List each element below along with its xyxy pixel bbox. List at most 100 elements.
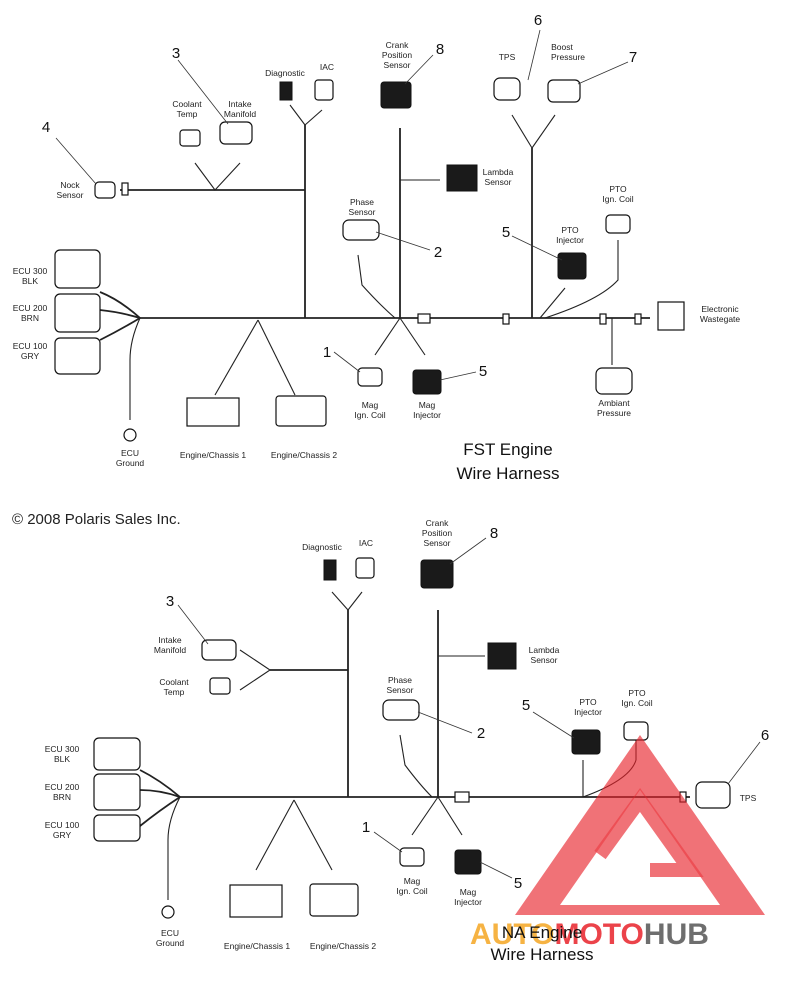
mag-coil-connector xyxy=(399,847,425,867)
svg-text:Injector: Injector xyxy=(556,235,584,245)
label-boost: Boost xyxy=(551,42,573,52)
svg-text:Pressure: Pressure xyxy=(551,52,585,62)
coolant-temp-connector xyxy=(209,677,231,695)
watermark-triangle-icon xyxy=(515,735,765,915)
label-ecu-100: ECU 100 xyxy=(45,820,80,830)
ecu-200-connector xyxy=(54,293,101,333)
label-pto-injector: PTO xyxy=(561,225,579,235)
svg-text:Injector: Injector xyxy=(574,707,602,717)
label-ecu-100: ECU 100 xyxy=(13,341,48,351)
callout-number: 5 xyxy=(502,224,510,241)
lambda-sensor-connector xyxy=(446,164,478,192)
callout-number: 6 xyxy=(534,12,542,29)
watermark-hub: HUB xyxy=(644,918,709,951)
callout-number: 6 xyxy=(761,727,769,744)
mag-injector-connector xyxy=(412,369,442,395)
phase-sensor-connector xyxy=(342,219,380,241)
label-ecu-ground: ECU xyxy=(121,448,139,458)
label-ecu-300: ECU 300 xyxy=(45,744,80,754)
fst-title: FST Engine xyxy=(463,440,552,459)
label-pto-coil: PTO xyxy=(628,688,646,698)
svg-text:Wastegate: Wastegate xyxy=(700,314,741,324)
iac-connector xyxy=(355,557,375,579)
copyright: © 2008 Polaris Sales Inc. xyxy=(12,511,181,528)
label-pto-injector: PTO xyxy=(579,697,597,707)
label-mag-injector: Mag xyxy=(419,400,436,410)
svg-text:Sensor: Sensor xyxy=(531,655,558,665)
label-ecu-ground: ECU xyxy=(161,928,179,938)
pto-injector-connector xyxy=(557,252,587,280)
svg-text:Wire Harness: Wire Harness xyxy=(491,945,594,964)
label-ecu-200: ECU 200 xyxy=(45,782,80,792)
callout-number: 8 xyxy=(490,525,498,542)
diagnostic-connector xyxy=(279,81,293,101)
callout-number: 5 xyxy=(479,363,487,380)
svg-text:Ign. Coil: Ign. Coil xyxy=(602,194,633,204)
svg-text:Ground: Ground xyxy=(156,938,185,948)
ecu-300-connector xyxy=(54,249,101,289)
intake-manifold-connector xyxy=(201,639,237,661)
label-intake: Intake xyxy=(228,99,251,109)
pto-coil-connector xyxy=(605,214,631,234)
ecu-100-connector xyxy=(93,814,141,842)
label-mag-injector: Mag xyxy=(460,887,477,897)
svg-text:Ign. Coil: Ign. Coil xyxy=(621,698,652,708)
crank-sensor-connector xyxy=(420,559,454,589)
label-nock: Nock xyxy=(60,180,80,190)
svg-text:Injector: Injector xyxy=(413,410,441,420)
engine-chassis-2-connector xyxy=(309,883,359,917)
label-lambda: Lambda xyxy=(483,167,514,177)
callout-number: 1 xyxy=(362,819,370,836)
label-lambda: Lambda xyxy=(529,645,560,655)
svg-text:Position: Position xyxy=(422,528,453,538)
svg-text:Ign. Coil: Ign. Coil xyxy=(354,410,385,420)
engine-chassis-2-connector xyxy=(275,395,327,427)
label-tps: TPS xyxy=(499,52,516,62)
svg-text:AUTOMOTOHUB: AUTOMOTOHUB xyxy=(470,918,709,951)
svg-text:GRY: GRY xyxy=(53,830,72,840)
label-chassis-2: Engine/Chassis 2 xyxy=(310,941,376,951)
svg-text:BRN: BRN xyxy=(53,792,71,802)
svg-text:Manifold: Manifold xyxy=(224,109,256,119)
callout-number: 7 xyxy=(629,49,637,66)
svg-text:Sensor: Sensor xyxy=(349,207,376,217)
pto-coil-connector xyxy=(623,721,649,741)
label-diagnostic: Diagnostic xyxy=(302,542,342,552)
fst-harness: Diagnostic IAC Crank Position Sensor TPS… xyxy=(13,12,741,483)
label-iac: IAC xyxy=(359,538,373,548)
na-harness: Diagnostic IAC Crank Position Sensor Int… xyxy=(45,518,769,951)
callout-number: 3 xyxy=(172,45,180,62)
label-pto-coil: PTO xyxy=(609,184,627,194)
diagnostic-connector xyxy=(323,559,337,581)
phase-sensor-connector xyxy=(382,699,420,721)
lambda-sensor-connector xyxy=(487,642,517,670)
wastegate-connector xyxy=(657,301,685,331)
callout-number: 1 xyxy=(323,344,331,361)
svg-text:Sensor: Sensor xyxy=(424,538,451,548)
ecu-100-connector xyxy=(54,337,101,375)
ambient-pressure-connector xyxy=(595,367,633,395)
svg-text:Sensor: Sensor xyxy=(485,177,512,187)
automotohub-watermark: AUTOMOTOHUB xyxy=(470,735,765,951)
label-tps: TPS xyxy=(740,793,757,803)
label-phase: Phase xyxy=(388,675,412,685)
svg-text:Pressure: Pressure xyxy=(597,408,631,418)
label-ambient: Ambiant xyxy=(598,398,630,408)
intake-manifold-connector xyxy=(219,121,253,145)
callout-number: 5 xyxy=(514,875,522,892)
na-title: NA Engine xyxy=(502,923,582,942)
label-mag-coil: Mag xyxy=(362,400,379,410)
watermark-moto: MOTO xyxy=(554,918,643,951)
svg-text:BLK: BLK xyxy=(22,276,38,286)
iac-connector xyxy=(314,79,334,101)
label-crank: Crank xyxy=(426,518,449,528)
label-chassis-2: Engine/Chassis 2 xyxy=(271,450,337,460)
svg-text:GRY: GRY xyxy=(21,351,40,361)
callout-number: 5 xyxy=(522,697,530,714)
svg-text:Wire Harness: Wire Harness xyxy=(457,464,560,483)
callout-number: 2 xyxy=(434,244,442,261)
label-chassis-1: Engine/Chassis 1 xyxy=(180,450,246,460)
svg-text:BLK: BLK xyxy=(54,754,70,764)
label-chassis-1: Engine/Chassis 1 xyxy=(224,941,290,951)
watermark-auto: AUTO xyxy=(470,918,554,951)
